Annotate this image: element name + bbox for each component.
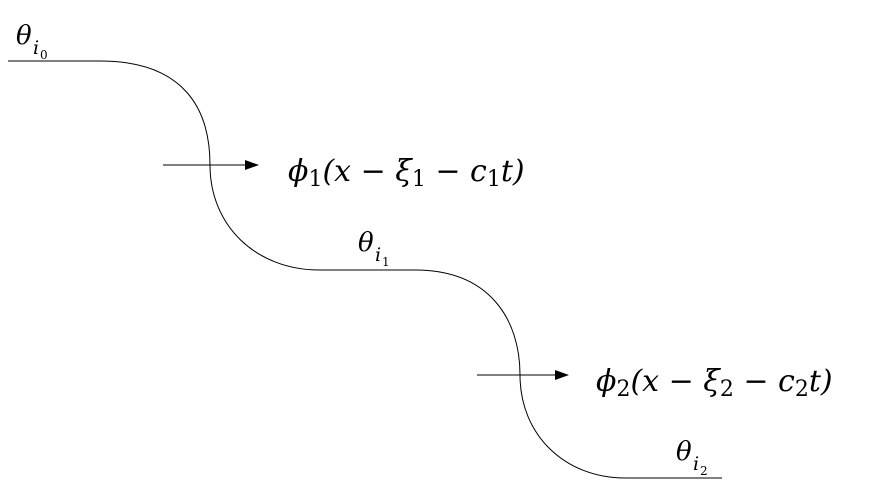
svg-text:θ: θ [676, 437, 692, 467]
svg-text:1: 1 [382, 255, 390, 269]
svg-text:θ: θ [358, 228, 374, 258]
svg-text:i: i [375, 244, 381, 266]
svg-text:θ: θ [16, 21, 32, 51]
wave-2-formula: ϕ2(x − ξ2 − c2t) [596, 364, 833, 402]
svg-text:0: 0 [40, 48, 48, 62]
label-theta-i0: θ i 0 [16, 21, 48, 62]
label-theta-i2: θ i 2 [676, 437, 708, 478]
wave-1-formula: ϕ1(x − ξ1 − c1t) [288, 154, 525, 192]
wave-profile-curve [8, 60, 722, 479]
svg-text:i: i [693, 453, 699, 475]
label-theta-i1: θ i 1 [358, 228, 390, 269]
svg-text:2: 2 [700, 464, 708, 478]
svg-text:i: i [33, 37, 39, 59]
